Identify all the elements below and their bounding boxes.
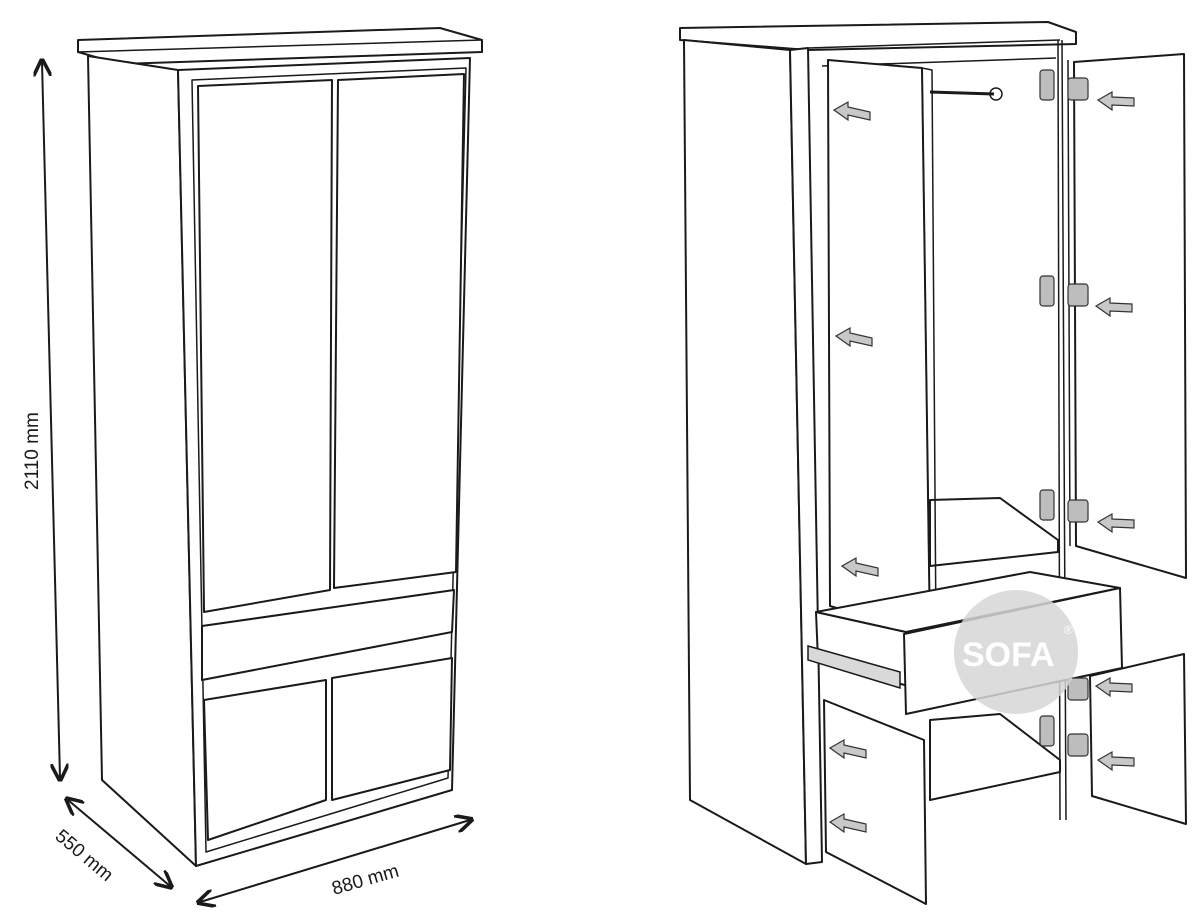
arrow-icon <box>1096 90 1135 112</box>
logo-text: SOFA <box>962 636 1055 674</box>
open-wardrobe <box>679 21 1187 905</box>
arrow-icon <box>834 326 873 348</box>
inner-shelf <box>929 497 1059 567</box>
arrow-icon <box>828 812 867 834</box>
arrow-icons <box>828 90 1135 834</box>
left-door <box>197 79 333 613</box>
arrow-icon <box>1094 296 1133 318</box>
arrow-icon <box>1096 750 1135 772</box>
lower-left-door <box>203 679 327 841</box>
arrow-icon <box>828 738 867 760</box>
height-dimension: 2110 mm <box>22 62 60 778</box>
depth-label: 550 mm <box>51 826 117 886</box>
lower-right-door <box>331 657 453 801</box>
hanging-rail <box>929 90 995 96</box>
sofa-watermark-logo: SOFA ® <box>954 590 1078 714</box>
drawer-runner <box>807 645 901 690</box>
arrow-icon <box>1096 512 1135 534</box>
width-label: 880 mm <box>330 861 402 900</box>
arrow-icon <box>840 556 879 578</box>
open-lower-right-door <box>1089 653 1187 825</box>
right-door <box>333 73 465 589</box>
open-lower-left-door <box>823 699 927 905</box>
closed-wardrobe <box>77 27 483 867</box>
registered-mark: ® <box>1064 623 1073 637</box>
open-left-door <box>827 59 931 637</box>
arrow-icon <box>832 100 871 122</box>
open-right-door <box>1073 53 1187 579</box>
open-wardrobe-side <box>683 39 807 865</box>
bottom-shelf <box>929 713 1061 801</box>
height-label: 2110 mm <box>22 412 43 490</box>
arrow-icon <box>1094 676 1133 698</box>
logo-circle <box>954 590 1078 714</box>
hinge-icon <box>1039 69 1089 757</box>
drawer-front <box>201 589 455 681</box>
rail-bracket <box>989 87 1003 101</box>
